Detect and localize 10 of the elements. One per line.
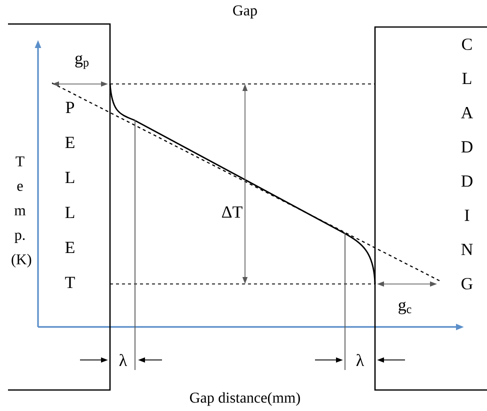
title-label: Gap — [233, 5, 257, 19]
dimension-label: ΔT — [222, 206, 242, 218]
vertical-label: C L A D D I N G — [461, 38, 474, 290]
vertical-label: P E L L E T — [65, 102, 75, 288]
dimension-label: λ — [356, 354, 364, 366]
dimension-label: λ — [119, 354, 128, 366]
dimension-label: g$_{c}$ — [398, 302, 412, 314]
axis-label: T e m p. (K) — [12, 156, 32, 268]
dimension-label: g$_{p}$ — [75, 55, 89, 69]
axis-label: Gap distance(mm) — [190, 392, 300, 406]
